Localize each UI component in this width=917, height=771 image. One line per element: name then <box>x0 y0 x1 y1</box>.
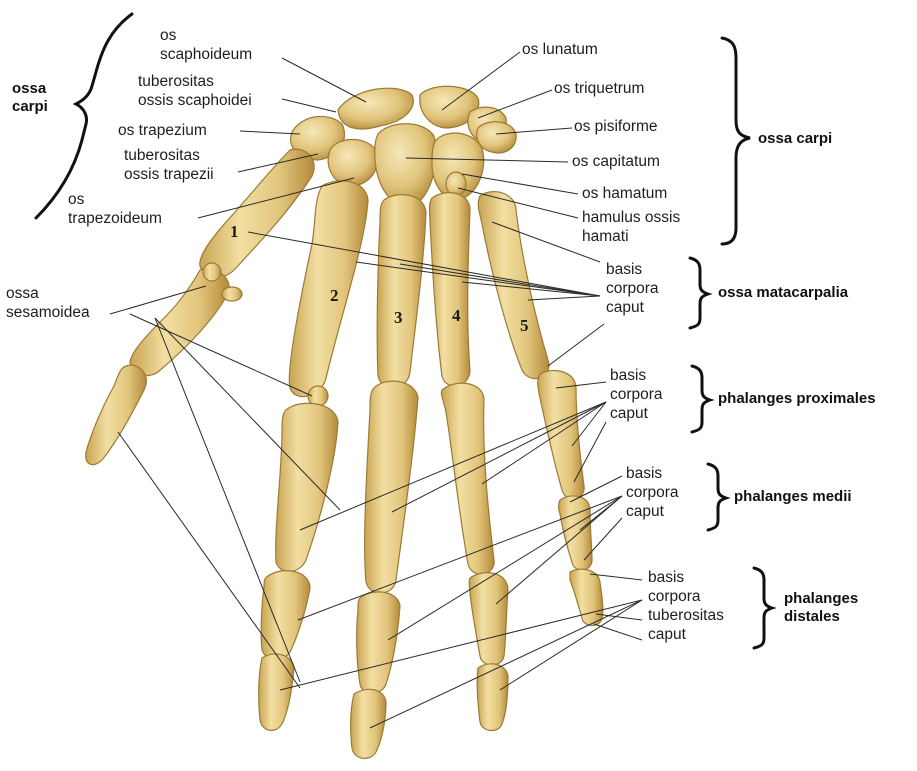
proximal-phalanx-4 <box>441 383 494 574</box>
group-ossa-carpi-left-line1: ossa <box>12 80 48 98</box>
label-distal-parts: basis corpora tuberositas caput <box>648 568 724 644</box>
group-ossa-carpi-right: ossa carpi <box>758 130 832 148</box>
label-tuberositas-ossis-trapezii: tuberositas ossis trapezii <box>124 146 214 184</box>
label-metacarpal-corpora: corpora <box>606 279 659 298</box>
label-metacarpal-parts: basis corpora caput <box>606 260 659 317</box>
label-os-scaphoideum-line1: os <box>160 26 252 45</box>
finger-number-2: 2 <box>330 286 339 306</box>
label-os-trapezoideum-line1: os <box>68 190 162 209</box>
group-phalanges-distales-line1: phalanges <box>784 590 858 608</box>
thumb-distal-phalanx <box>86 365 147 464</box>
label-proximal-caput: caput <box>610 404 663 423</box>
finger-5-bones <box>478 192 603 626</box>
label-tuberositas-scaphoidei-line1: tuberositas <box>138 72 252 91</box>
label-metacarpal-caput: caput <box>606 298 659 317</box>
capitate-bone <box>375 124 436 206</box>
finger-number-3: 3 <box>394 308 403 328</box>
label-os-pisiforme: os pisiforme <box>574 117 658 136</box>
label-os-trapezoideum-line2: trapezoideum <box>68 209 162 228</box>
proximal-phalanx-5 <box>538 370 584 498</box>
label-middle-basis: basis <box>626 464 679 483</box>
trapezoid-bone <box>328 140 377 187</box>
brace-proximales <box>692 366 710 432</box>
label-ossa-sesamoidea: ossa sesamoidea <box>6 284 90 322</box>
metacarpal-4 <box>430 193 471 386</box>
group-ossa-carpi-left: ossa carpi <box>12 80 48 116</box>
label-proximal-corpora: corpora <box>610 385 663 404</box>
label-ossa-sesamoidea-line2: sesamoidea <box>6 303 90 322</box>
finger-3-bones <box>351 195 426 759</box>
label-hamulus-line2: hamati <box>582 227 680 246</box>
brace-metacarpalia <box>690 258 708 328</box>
finger-2-bones <box>259 181 368 731</box>
label-os-triquetrum: os triquetrum <box>554 79 644 98</box>
label-os-scaphoideum-line2: scaphoideum <box>160 45 252 64</box>
finger-number-1: 1 <box>230 222 239 242</box>
label-middle-parts: basis corpora caput <box>626 464 679 521</box>
finger-number-4: 4 <box>452 306 461 326</box>
scaphoid-bone <box>338 88 413 129</box>
distal-phalanx-4 <box>477 664 508 731</box>
label-middle-corpora: corpora <box>626 483 679 502</box>
middle-phalanx-5 <box>559 496 593 570</box>
brace-medii <box>708 464 726 530</box>
label-os-scaphoideum: os scaphoideum <box>160 26 252 64</box>
label-proximal-basis: basis <box>610 366 663 385</box>
label-proximal-parts: basis corpora caput <box>610 366 663 423</box>
distal-phalanx-3 <box>351 689 386 758</box>
label-tuberositas-ossis-scaphoidei: tuberositas ossis scaphoidei <box>138 72 252 110</box>
label-os-lunatum: os lunatum <box>522 40 598 59</box>
label-tuberositas-trapezii-line1: tuberositas <box>124 146 214 165</box>
brace-ossa-carpi-right <box>722 38 750 244</box>
label-tuberositas-trapezii-line2: ossis trapezii <box>124 165 214 184</box>
label-distal-caput: caput <box>648 625 724 644</box>
group-phalanges-distales-line2: distales <box>784 608 858 626</box>
brace-ossa-carpi-left <box>36 14 132 218</box>
proximal-phalanx-3 <box>365 381 418 593</box>
label-os-trapezoideum: os trapezoideum <box>68 190 162 228</box>
group-phalanges-proximales: phalanges proximales <box>718 390 876 408</box>
group-ossa-metacarpalia: ossa matacarpalia <box>718 284 848 302</box>
middle-phalanx-3 <box>357 592 400 693</box>
finger-number-5: 5 <box>520 316 529 336</box>
brace-distales <box>754 568 772 648</box>
group-phalanges-distales: phalanges distales <box>784 590 858 626</box>
label-distal-corpora: corpora <box>648 587 724 606</box>
sesamoid-bone-thumb <box>203 263 221 281</box>
bones <box>86 86 603 758</box>
label-os-capitatum: os capitatum <box>572 152 660 171</box>
sesamoid-bone-thumb-b <box>222 287 242 301</box>
label-metacarpal-basis: basis <box>606 260 659 279</box>
label-distal-tuberositas: tuberositas <box>648 606 724 625</box>
label-tuberositas-scaphoidei-line2: ossis scaphoidei <box>138 91 252 110</box>
group-phalanges-medii: phalanges medii <box>734 488 852 506</box>
metacarpal-2 <box>289 181 368 397</box>
group-ossa-carpi-left-line2: carpi <box>12 98 48 116</box>
proximal-phalanx-2 <box>276 403 338 571</box>
label-os-trapezium: os trapezium <box>118 121 207 140</box>
label-os-hamatum: os hamatum <box>582 184 667 203</box>
label-distal-basis: basis <box>648 568 724 587</box>
thumb-proximal-phalanx <box>130 269 229 376</box>
label-hamulus-line1: hamulus ossis <box>582 208 680 227</box>
metacarpal-3 <box>377 195 426 388</box>
label-ossa-sesamoidea-line1: ossa <box>6 284 90 303</box>
distal-phalanx-2 <box>259 654 294 730</box>
label-middle-caput: caput <box>626 502 679 521</box>
label-hamulus-ossis-hamati: hamulus ossis hamati <box>582 208 680 246</box>
